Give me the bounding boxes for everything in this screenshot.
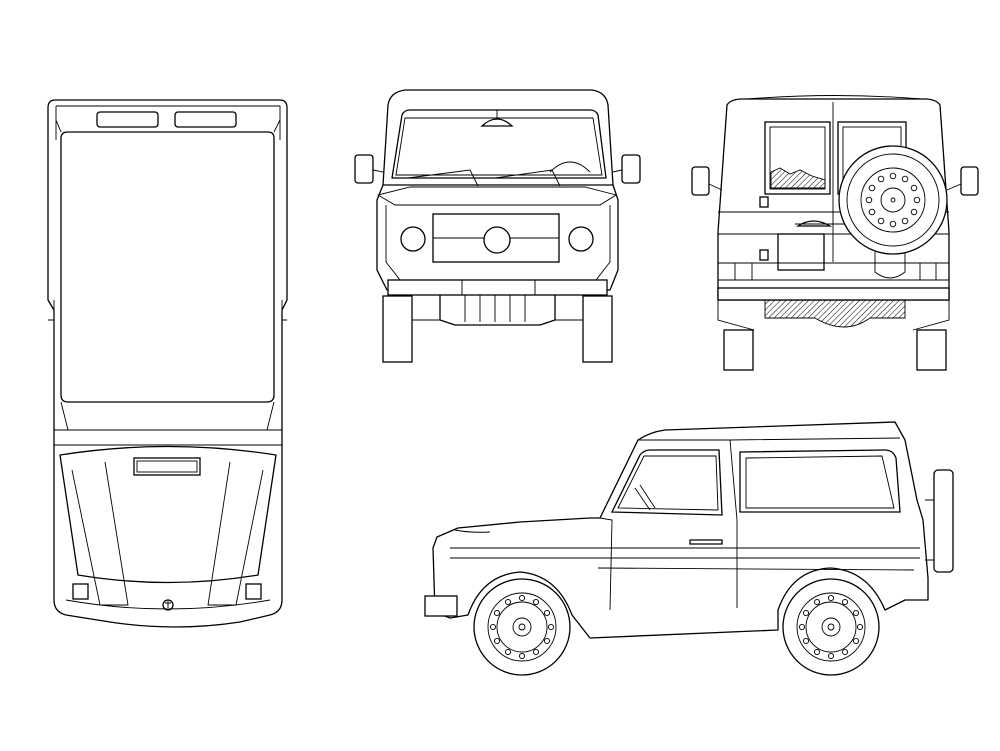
spare-wheel-holes xyxy=(865,172,921,228)
top-view xyxy=(47,99,288,628)
front-axle xyxy=(439,294,556,326)
hood-front-edge xyxy=(376,186,618,206)
rear-seat-hatched xyxy=(770,167,826,189)
rear-mirror-left xyxy=(691,166,710,196)
front-bumper xyxy=(387,279,608,296)
side-front-window xyxy=(610,449,723,516)
rear-door-handle xyxy=(795,220,833,227)
rear-mirror-right xyxy=(960,166,979,196)
wiper-left xyxy=(407,169,479,187)
front-body-lower xyxy=(376,184,619,291)
side-mirror-right xyxy=(621,154,641,184)
hood-vent xyxy=(133,457,201,476)
spare-wheel-rim xyxy=(860,167,926,233)
door-line xyxy=(729,439,738,608)
steering-wheel xyxy=(634,484,656,511)
headlight-left xyxy=(400,226,426,252)
rear-body xyxy=(717,98,950,301)
rear-lamp-upper-left xyxy=(759,196,769,208)
side-front-bumper xyxy=(424,595,458,617)
top-view-outline xyxy=(47,99,288,628)
rear-tire-right xyxy=(916,329,947,371)
hood xyxy=(59,445,277,584)
side-mirror-left xyxy=(354,154,374,184)
windshield-frame xyxy=(60,401,275,431)
roof-line xyxy=(638,437,901,441)
front-body-upper xyxy=(382,89,614,186)
roof-panel xyxy=(60,131,275,403)
front-tire-left xyxy=(382,295,413,363)
front-marker-left xyxy=(72,583,89,600)
spare-tire xyxy=(838,145,948,255)
front-windshield xyxy=(391,109,607,179)
side-front-wheel-holes xyxy=(489,594,555,660)
side-door-handle xyxy=(689,539,723,545)
front-view xyxy=(354,89,641,363)
front-tire-right xyxy=(582,295,613,363)
interior-mirror xyxy=(480,118,514,127)
roof-light-right xyxy=(174,111,237,128)
side-spare-tire xyxy=(933,469,954,573)
headlight-right xyxy=(568,226,594,252)
side-view xyxy=(424,421,954,676)
rear-underbody-hatched xyxy=(764,299,906,328)
side-body-outline xyxy=(432,421,929,639)
grille-emblem xyxy=(483,226,511,254)
rear-bumper xyxy=(717,287,950,301)
front-marker-right xyxy=(245,583,262,600)
side-rear-window xyxy=(739,449,901,513)
side-rear-wheel-holes xyxy=(798,594,864,660)
license-plate xyxy=(777,233,825,271)
front-windshield-inner xyxy=(395,117,603,176)
rear-tire-left xyxy=(723,329,754,371)
rear-lamp-lower-left xyxy=(759,249,769,261)
rear-view xyxy=(691,95,979,371)
roof-light-left xyxy=(96,111,159,128)
